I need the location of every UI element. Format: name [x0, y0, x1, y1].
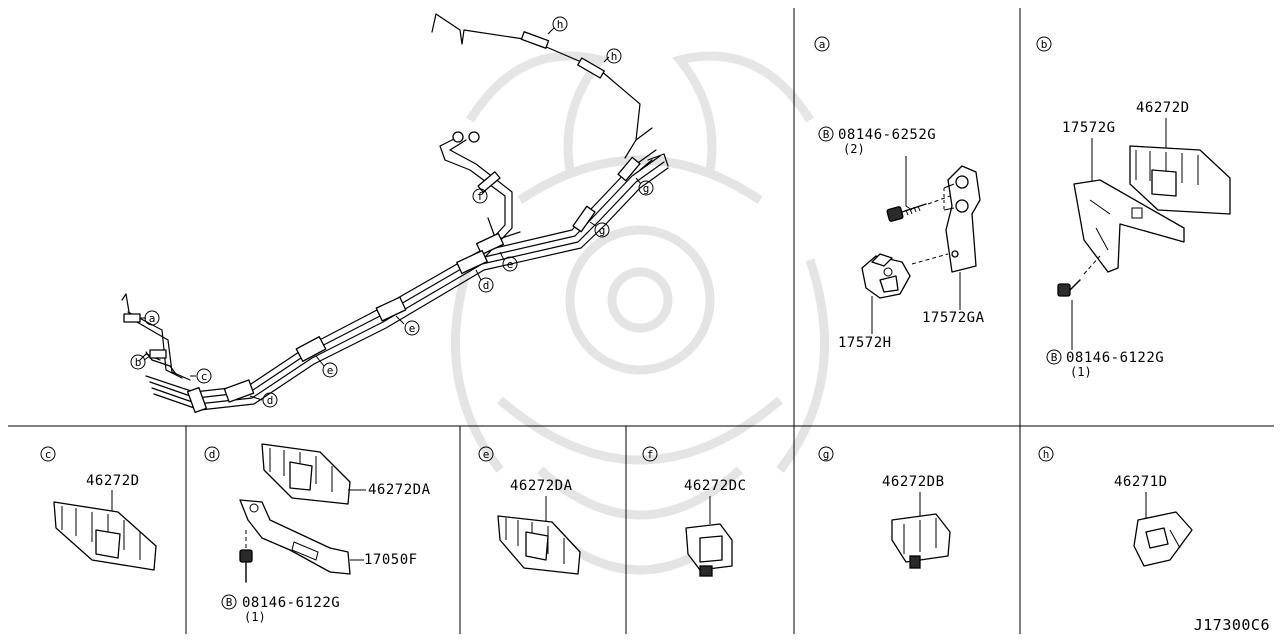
bolt-b-letter: B	[823, 128, 830, 141]
detail-a: a B 08146-6252G (2)	[814, 36, 985, 351]
main-clip-e-3-letter: e	[327, 364, 334, 377]
bracket-17572g-icon	[1073, 179, 1185, 273]
main-clip-b-marker	[130, 354, 146, 370]
main-clip-d-1-letter: d	[483, 279, 490, 292]
clip-46272da-d-icon	[261, 443, 351, 505]
detail-f-part: 46272DC	[684, 478, 747, 494]
main-clip-a-marker	[144, 310, 160, 326]
detail-h-letter: h	[1043, 448, 1050, 461]
bolt-icon-b	[1057, 279, 1081, 297]
detail-b-marker	[1036, 36, 1052, 52]
detail-e: e 46272DA	[478, 446, 581, 575]
detail-b: b 17572G 46272D B 08146-6122G (1)	[1036, 36, 1231, 379]
detail-e-letter: e	[483, 448, 490, 461]
detail-b-bolt-qty: (1)	[1070, 365, 1092, 379]
detail-c-part: 46272D	[86, 473, 140, 489]
detail-e-part: 46272DA	[510, 478, 573, 494]
main-clip-g-2-marker	[594, 222, 610, 238]
main-clip-bands	[123, 31, 641, 414]
main-clip-d-2-marker	[262, 392, 278, 408]
detail-b-part-17572g: 17572G	[1062, 120, 1116, 136]
main-clip-b-letter: b	[135, 356, 142, 369]
detail-b-bolt-part: 08146-6122G	[1066, 350, 1164, 366]
main-clip-g-1-letter: g	[643, 182, 650, 195]
main-leader-lines	[140, 27, 642, 401]
clip-46272da-e-icon	[497, 515, 581, 575]
main-clip-h-1-letter: h	[557, 18, 564, 31]
main-clip-h-2-letter: h	[611, 50, 618, 63]
bolt-icon	[886, 203, 927, 222]
detail-a-bolt-part: 08146-6252G	[838, 127, 936, 143]
detail-d-bolt-qty: (1)	[244, 610, 266, 624]
detail-g-marker	[818, 446, 834, 462]
bracket-17572ga-icon	[945, 165, 981, 273]
bolt-icon-d	[239, 549, 253, 583]
bolt-b-marker-3	[221, 594, 237, 610]
main-clip-e-3-marker	[322, 362, 338, 378]
main-clip-d-1-marker	[478, 277, 494, 293]
main-clip-h-1-marker	[552, 16, 568, 32]
detail-h: h 46271D	[1038, 446, 1193, 567]
detail-f: f 46272DC	[642, 446, 747, 577]
clip-46272db-icon	[891, 513, 951, 569]
detail-e-marker	[478, 446, 494, 462]
main-clip-e-1-marker	[502, 256, 518, 272]
detail-d-marker	[204, 446, 220, 462]
clip-46272d-c-icon	[53, 501, 157, 571]
main-clip-f-marker	[472, 188, 488, 204]
bracket-17050f-icon	[239, 499, 351, 575]
detail-a-part-17572ga: 17572GA	[922, 310, 985, 326]
main-clip-c-marker	[196, 368, 212, 384]
detail-b-part-46272d: 46272D	[1136, 100, 1190, 116]
main-clip-c-letter: c	[201, 370, 208, 383]
main-clip-g-2-letter: g	[599, 224, 606, 237]
detail-c: c 46272D	[40, 446, 157, 571]
main-clip-f-letter: f	[477, 190, 484, 203]
bolt-b-letter-3: B	[226, 596, 233, 609]
bolt-b-letter-2: B	[1051, 351, 1058, 364]
detail-a-letter: a	[819, 38, 826, 51]
reference-code: J17300C6	[1194, 616, 1270, 634]
detail-d-letter: d	[209, 448, 216, 461]
clip-17572h-icon	[861, 253, 911, 299]
detail-d-bolt-part: 08146-6122G	[242, 595, 340, 611]
detail-c-marker	[40, 446, 56, 462]
detail-b-letter: b	[1041, 38, 1048, 51]
main-clip-g-1-marker	[638, 180, 654, 196]
main-pipe-assembly	[121, 13, 669, 411]
detail-d-part-46272da: 46272DA	[368, 482, 431, 498]
bolt-b-marker	[818, 126, 834, 142]
clip-46272dc-icon	[685, 523, 733, 577]
detail-g-part: 46272DB	[882, 474, 945, 490]
clip-46272d-icon	[1129, 145, 1231, 215]
panel-dividers	[8, 8, 1274, 634]
detail-a-bolt-qty: (2)	[843, 142, 865, 156]
detail-f-letter: f	[647, 448, 654, 461]
clip-46271d-icon	[1133, 511, 1193, 567]
main-clip-h-2-marker	[606, 48, 622, 64]
main-clip-a-letter: a	[149, 312, 156, 325]
main-clip-e-1-letter: e	[507, 258, 514, 271]
detail-g-letter: g	[823, 448, 830, 461]
detail-a-part-17572h: 17572H	[838, 335, 892, 351]
detail-c-letter: c	[45, 448, 52, 461]
detail-f-marker	[642, 446, 658, 462]
main-clip-e-2-letter: e	[409, 322, 416, 335]
detail-h-marker	[1038, 446, 1054, 462]
detail-d: d 46272DA 17050F B 08146-6122G (1)	[204, 443, 431, 624]
main-clip-d-2-letter: d	[267, 394, 274, 407]
main-clip-markers: h h f g g e d e e a b c d	[130, 16, 654, 408]
main-clip-e-2-marker	[404, 320, 420, 336]
detail-a-marker	[814, 36, 830, 52]
detail-d-part-17050f: 17050F	[364, 552, 418, 568]
detail-h-part: 46271D	[1114, 474, 1168, 490]
detail-g: g 46272DB	[818, 446, 951, 569]
bolt-b-marker-2	[1046, 349, 1062, 365]
